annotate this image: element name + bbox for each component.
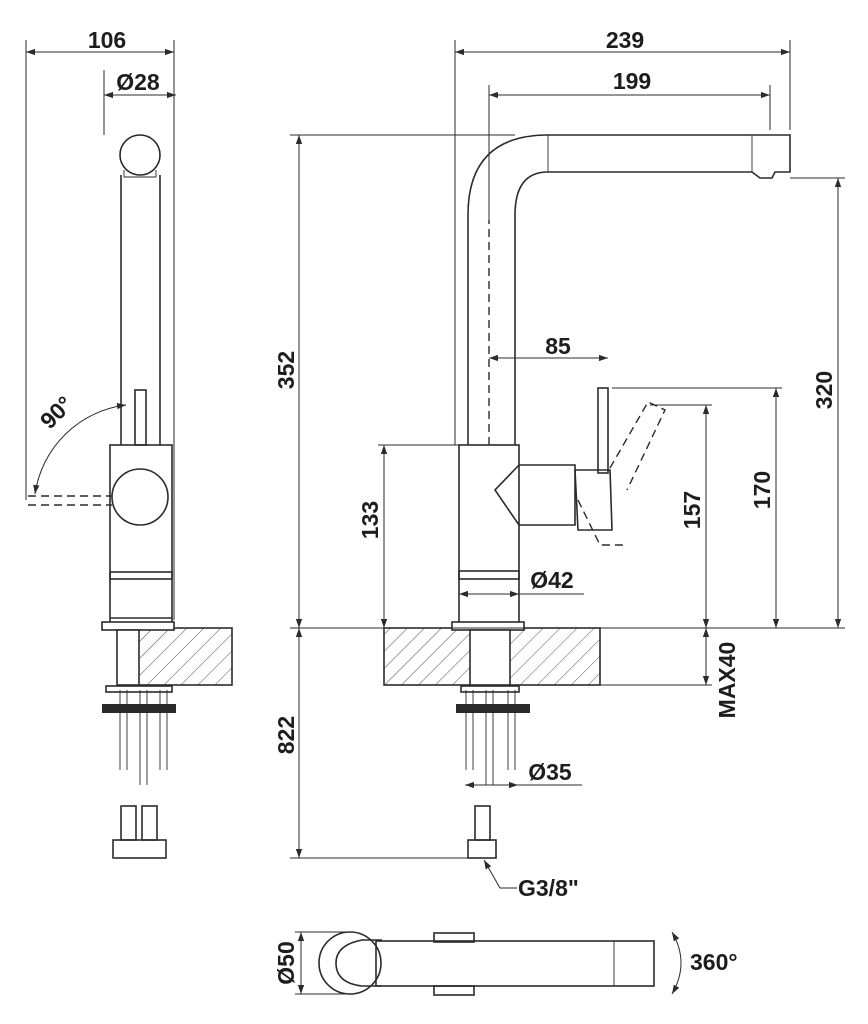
dim-lever-height-upper: 170: [749, 471, 775, 509]
side-cartridge: [111, 468, 169, 526]
front-body: [458, 444, 520, 626]
dim-body-diameter: Ø42: [530, 567, 573, 593]
dim-spout-height: 320: [811, 371, 837, 409]
side-angle-arc: [33, 402, 127, 495]
front-connector: [467, 805, 497, 859]
dim-total-width: 239: [606, 27, 644, 53]
dim-counter-thickness: MAX40: [714, 642, 740, 719]
dim-angle: 90°: [35, 391, 78, 434]
front-cartridge: [493, 464, 576, 526]
dim-rotation: 360°: [690, 949, 738, 975]
dim-side-width: 106: [88, 27, 126, 53]
top-view: Ø50 360°: [273, 931, 738, 996]
top-spout: [375, 940, 655, 987]
front-view: 239 199 85 352 133 Ø42 157 170 320: [273, 27, 845, 901]
front-lever-base: [574, 469, 613, 531]
dim-total-height: 352: [273, 351, 299, 389]
side-view: 106 Ø28 90°: [25, 27, 233, 859]
dim-connection: G3/8": [518, 875, 579, 901]
side-gasket: [102, 704, 176, 713]
dim-mount-diameter: Ø35: [528, 759, 572, 785]
dim-lever-height-lower: 157: [679, 491, 705, 529]
dim-side-diameter: Ø28: [116, 69, 160, 95]
side-lever: [134, 389, 147, 446]
dim-reach: 199: [613, 68, 651, 94]
dim-lever-offset: 85: [545, 333, 571, 359]
front-lever: [597, 387, 609, 474]
dim-body-height: 133: [357, 501, 383, 539]
front-spout: [467, 134, 791, 445]
dim-base-diameter: Ø50: [273, 941, 299, 984]
side-countertop: [135, 627, 233, 686]
side-spout-head: [119, 134, 161, 176]
side-connectors: [112, 805, 167, 859]
side-body: [109, 444, 173, 626]
top-base-circle: [318, 931, 382, 995]
dim-hose-length: 822: [273, 716, 299, 754]
rotation-arrow: [671, 931, 682, 995]
